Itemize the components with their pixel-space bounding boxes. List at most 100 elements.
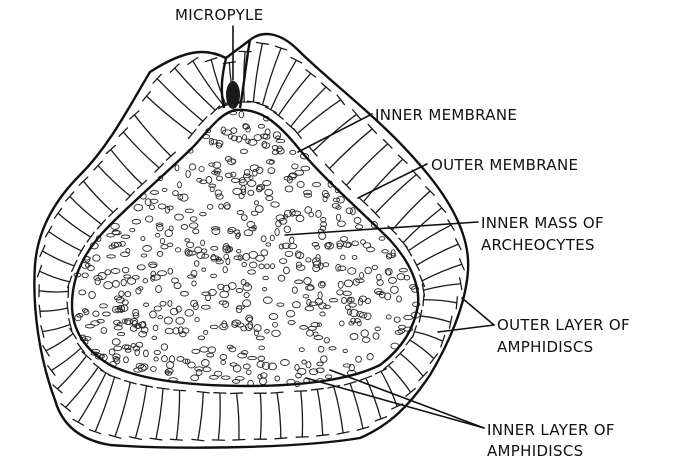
archeocyte-cell [139, 331, 147, 337]
archeocyte-cell [275, 228, 279, 235]
archeocyte-cell [348, 268, 356, 275]
archeocyte-cell [281, 360, 290, 366]
archeocyte-cell [273, 132, 280, 139]
archeocyte-cell [309, 212, 314, 217]
archeocyte-cell [256, 336, 264, 340]
archeocyte-cell [190, 217, 197, 222]
archeocyte-cell [354, 217, 361, 223]
archeocyte-cell [324, 338, 329, 343]
archeocyte-cell [236, 377, 245, 381]
archeocyte-cell [320, 312, 325, 316]
archeocyte-cell [356, 225, 363, 229]
amphidisc [265, 57, 301, 112]
archeocyte-cell [306, 362, 311, 368]
archeocyte-cell [111, 269, 120, 274]
archeocyte-cell [141, 254, 147, 257]
archeocyte-cell [285, 186, 293, 192]
archeocyte-cell [266, 196, 273, 201]
archeocyte-cell [292, 164, 298, 169]
archeocyte-cell [144, 303, 149, 306]
amphidisc [413, 326, 445, 347]
amphidisc [39, 302, 68, 317]
archeocyte-cell [283, 267, 289, 274]
archeocyte-cell [350, 334, 358, 340]
archeocyte-cell [201, 360, 209, 367]
archeocyte-cell [278, 275, 285, 281]
archeocyte-cell [288, 321, 295, 325]
label-outer-layer-line2: AMPHIDISCS [497, 338, 593, 356]
archeocyte-cell [150, 311, 157, 318]
archeocyte-cell [382, 250, 388, 253]
archeocyte-cell [109, 349, 115, 355]
archeocyte-cell [296, 215, 304, 221]
archeocyte-cell [211, 274, 217, 277]
archeocyte-cell [258, 124, 264, 128]
archeocyte-cell [248, 190, 254, 195]
archeocyte-cell [122, 267, 129, 272]
archeocyte-cell [321, 218, 326, 222]
archeocyte-cell [237, 249, 241, 253]
amphidisc [143, 92, 196, 139]
archeocyte-cell [112, 281, 119, 288]
amphidisc [422, 278, 461, 296]
amphidisc [41, 319, 72, 338]
archeocyte-cell [356, 356, 362, 362]
archeocyte-cell [323, 263, 328, 267]
archeocyte-cell [121, 235, 130, 238]
amphidisc [231, 393, 245, 440]
archeocyte-cell [132, 276, 139, 280]
archeocyte-cell [222, 321, 227, 328]
archeocyte-cell [185, 209, 193, 213]
archeocyte-cell [290, 150, 296, 154]
archeocyte-cell [120, 241, 125, 246]
archeocyte-cell [306, 258, 311, 262]
archeocyte-cell [151, 191, 159, 195]
archeocyte-cell [175, 165, 179, 171]
archeocyte-cell [191, 270, 197, 276]
archeocyte-cell [214, 371, 222, 376]
archeocyte-cell [256, 167, 263, 173]
label-inner-mass-line2: ARCHEOCYTES [481, 236, 595, 254]
archeocyte-cell [320, 282, 324, 286]
archeocyte-cell [146, 216, 153, 222]
archeocyte-cell [261, 236, 266, 242]
archeocyte-cell [231, 172, 236, 177]
archeocyte-cell [121, 252, 130, 256]
archeocyte-cell [95, 278, 100, 285]
archeocyte-cell [398, 329, 405, 333]
amphidisc-layer [37, 42, 464, 440]
archeocyte-cell [107, 255, 116, 258]
label-inner-membrane: INNER MEMBRANE [375, 106, 517, 124]
archeocyte-cell [373, 333, 379, 339]
archeocyte-cell [240, 149, 247, 153]
archeocyte-cell [103, 312, 111, 316]
amphidisc [130, 111, 175, 160]
archeocyte-cell [168, 301, 172, 307]
amphidisc [192, 392, 209, 441]
amphidisc [328, 386, 349, 435]
archeocyte-cell [210, 325, 218, 328]
archeocyte-cell [296, 265, 305, 270]
amphidisc [295, 391, 309, 437]
amphidisc [109, 381, 136, 439]
archeocyte-cell [337, 197, 345, 203]
archeocyte-cell [362, 337, 370, 342]
archeocyte-cell [250, 262, 257, 268]
archeocyte-cell [319, 233, 326, 240]
archeocyte-cell [185, 239, 190, 242]
archeocyte-cell [132, 219, 140, 224]
archeocyte-cell [217, 176, 223, 181]
archeocyte-cell [173, 191, 179, 196]
archeocyte-cell [399, 325, 406, 329]
archeocyte-cell [160, 238, 164, 243]
archeocyte-cell [247, 221, 255, 227]
archeocyte-cell [329, 347, 336, 350]
archeocyte-cell [124, 275, 131, 278]
archeocyte-cell [263, 288, 267, 291]
archeocyte-cell [389, 277, 397, 283]
archeocyte-cell [161, 344, 167, 350]
archeocyte-cell [156, 286, 162, 293]
archeocyte-cell [256, 255, 265, 261]
archeocyte-cell [229, 347, 236, 352]
archeocyte-cell [164, 317, 172, 324]
